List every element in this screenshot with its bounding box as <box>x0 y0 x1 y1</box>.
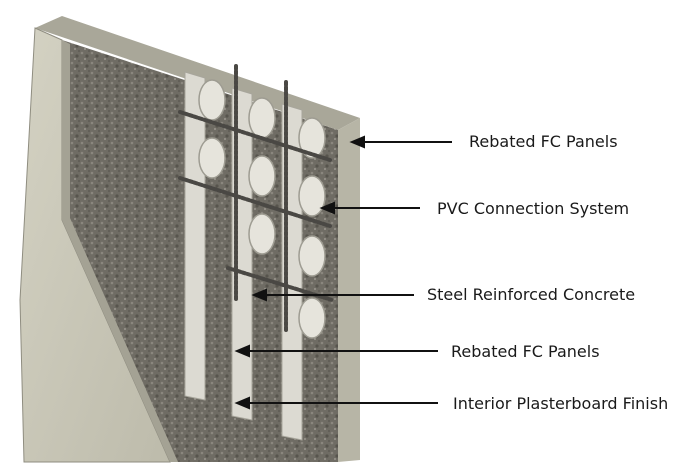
label-pvc-connection-system: PVC Connection System <box>437 199 630 218</box>
label-rebated-fc-panels-outer: Rebated FC Panels <box>469 132 618 151</box>
leader-arrows <box>234 135 452 410</box>
label-interior-plasterboard-finish: Interior Plasterboard Finish <box>453 394 669 413</box>
label-rebated-fc-panels-inner: Rebated FC Panels <box>451 342 600 361</box>
label-steel-reinforced-concrete: Steel Reinforced Concrete <box>427 285 636 304</box>
wall-top-edge <box>35 16 360 130</box>
outer-fc-panel <box>338 118 360 462</box>
pvc-oval-openings <box>198 79 326 339</box>
steel-rebar <box>178 64 334 332</box>
